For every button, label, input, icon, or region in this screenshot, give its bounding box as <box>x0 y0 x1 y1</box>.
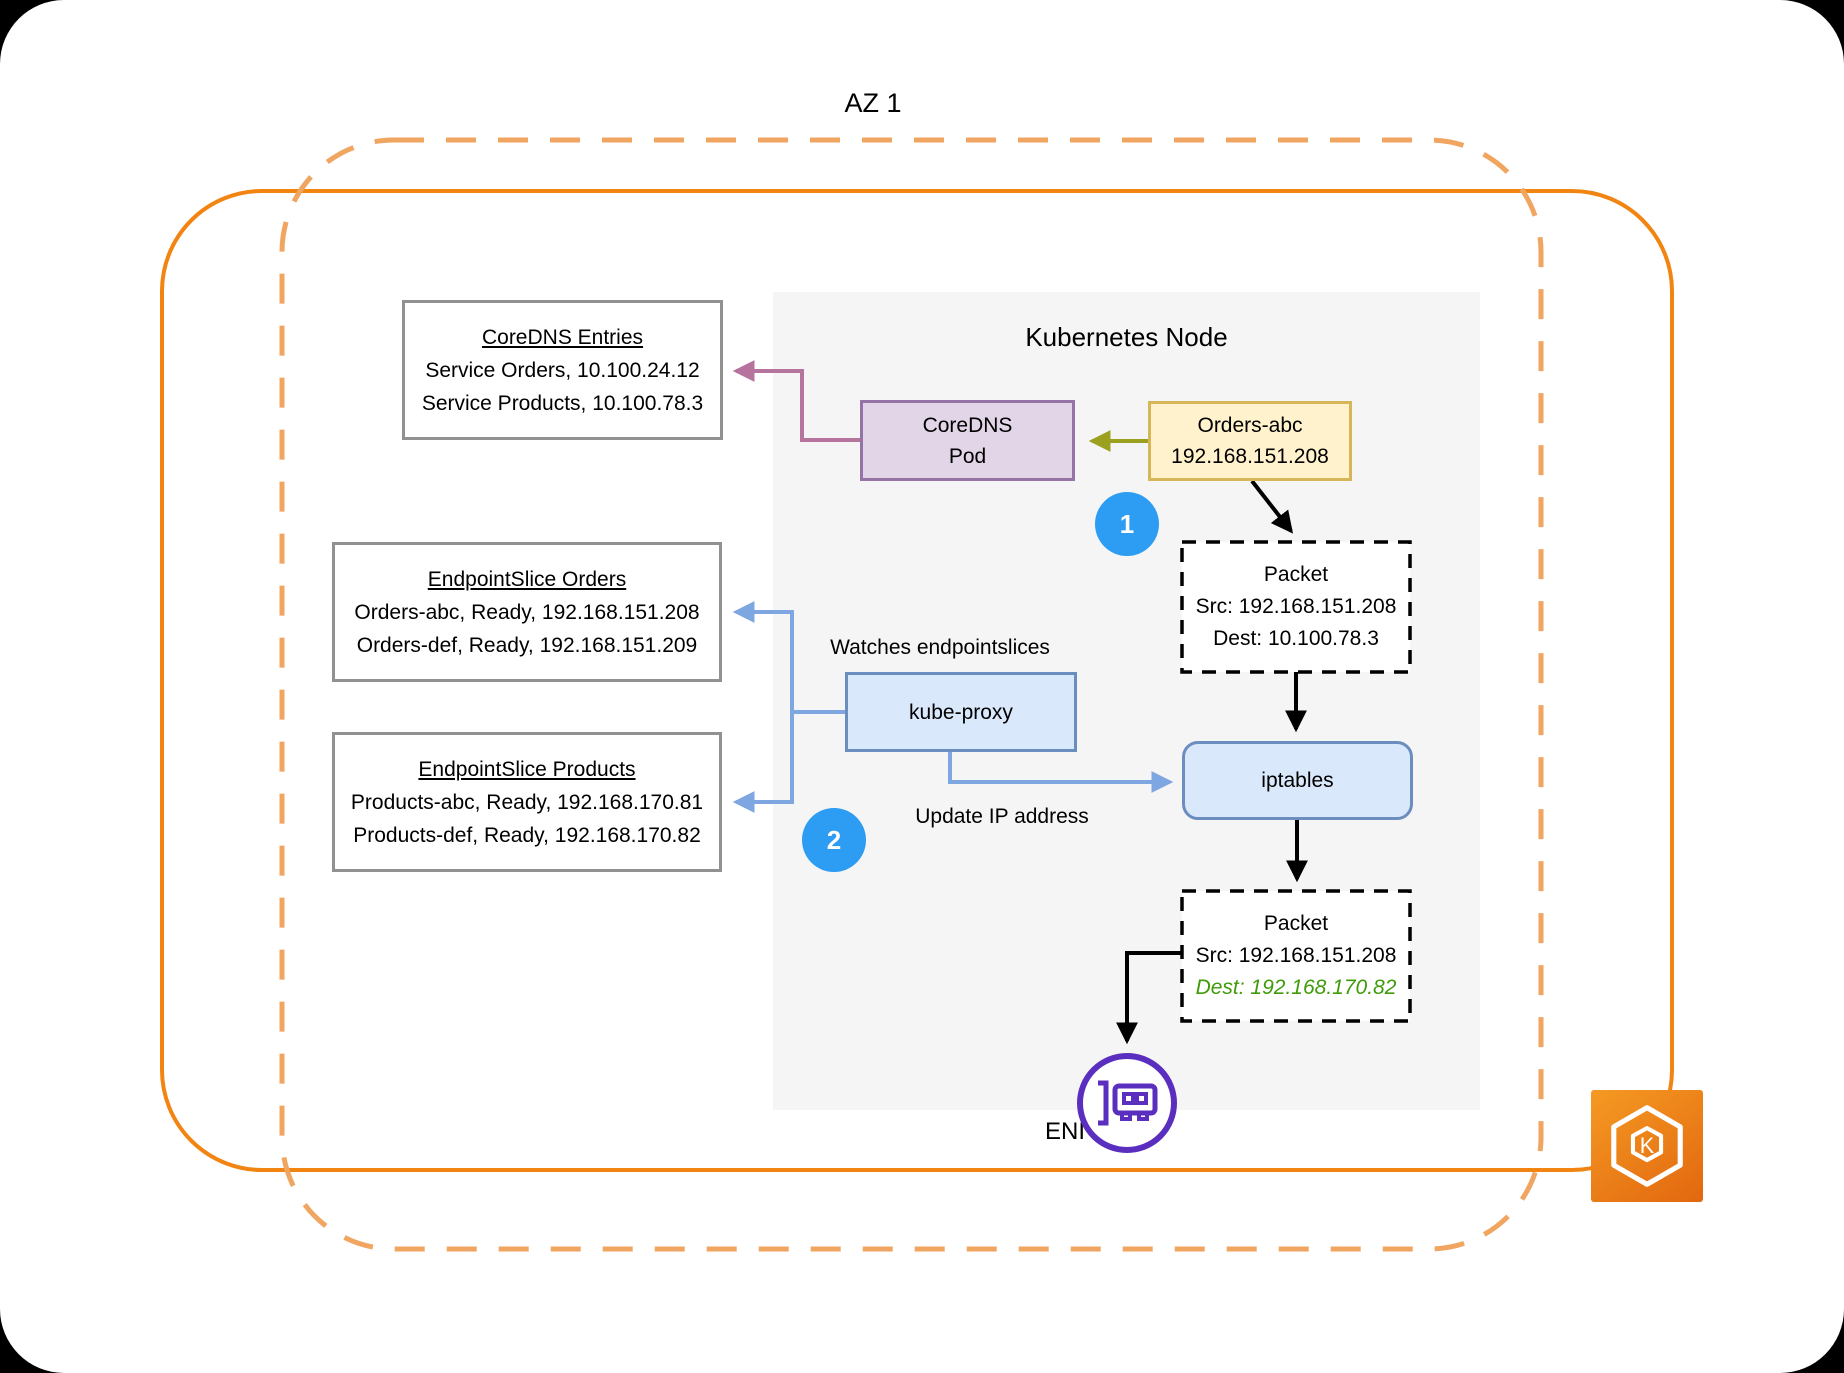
packet-pre-dest: Dest: 10.100.78.3 <box>1213 627 1379 650</box>
packet-post-src: Src: 192.168.151.208 <box>1195 944 1397 967</box>
network-card-glyph <box>1098 1080 1158 1126</box>
packet-post-nat-box <box>1180 889 1412 1023</box>
coredns-entry-products: Service Products, 10.100.78.3 <box>421 391 704 415</box>
packet-post-title: Packet <box>1263 912 1329 935</box>
arrow-kubeproxy-to-es-products <box>732 712 794 813</box>
eks-letter: K <box>1640 1133 1655 1158</box>
coredns-entry-orders: Service Orders, 10.100.24.12 <box>425 358 700 382</box>
iptables-box: iptables <box>1182 741 1413 820</box>
arrow-kubeproxy-to-es-orders <box>732 601 845 714</box>
kube-proxy-box: kube-proxy <box>845 672 1077 752</box>
update-ip-label: Update IP address <box>915 805 1089 828</box>
eni-icon <box>1077 1053 1177 1153</box>
endpointslice-orders-box: EndpointSlice Orders Orders-abc, Ready, … <box>332 542 722 682</box>
eni-label: ENI <box>1044 1118 1085 1145</box>
packet-pre-title: Packet <box>1263 563 1329 586</box>
packet-post-dest-translated: Dest: 192.168.170.82 <box>1195 976 1397 999</box>
az-label: AZ 1 <box>844 88 902 118</box>
orders-abc-ip: 192.168.151.208 <box>1171 445 1329 468</box>
packet-pre-src: Src: 192.168.151.208 <box>1195 595 1397 618</box>
az-boundary <box>279 137 1544 1252</box>
kube-proxy-label: kube-proxy <box>909 700 1013 724</box>
step-1-badge: 1 <box>1095 492 1159 556</box>
step-2-badge: 2 <box>802 808 866 872</box>
arrow-ordersabc-to-packet <box>1250 479 1294 534</box>
endpointslice-products-box: EndpointSlice Products Products-abc, Rea… <box>332 732 722 872</box>
endpointslice-products-title: EndpointSlice Products <box>418 757 636 781</box>
watches-endpointslices-label: Watches endpointslices <box>830 636 1050 659</box>
kubernetes-node-title: Kubernetes Node <box>1025 322 1228 352</box>
orders-abc-pod-box: Orders-abc 192.168.151.208 <box>1148 401 1352 481</box>
eks-cluster-boundary <box>160 189 1674 1172</box>
endpointslice-products-row-1: Products-abc, Ready, 192.168.170.81 <box>350 790 704 814</box>
endpointslice-orders-row-1: Orders-abc, Ready, 192.168.151.208 <box>354 600 700 624</box>
eks-hexagon-glyph: K <box>1611 1105 1683 1187</box>
packet-post-nat-text: Packet Src: 192.168.151.208 Dest: 192.16… <box>1182 891 1410 1021</box>
endpointslice-products-row-2: Products-def, Ready, 192.168.170.82 <box>353 823 701 847</box>
arrow-coredns-to-entries <box>732 360 860 442</box>
endpointslice-orders-title: EndpointSlice Orders <box>427 567 627 591</box>
orders-abc-name: Orders-abc <box>1197 414 1303 437</box>
coredns-entries-title: CoreDNS Entries <box>481 325 644 349</box>
coredns-pod-box: CoreDNS Pod <box>860 400 1075 481</box>
coredns-entries-box: CoreDNS Entries Service Orders, 10.100.2… <box>402 300 723 440</box>
arrow-kubeproxy-to-iptables <box>948 752 1174 793</box>
coredns-pod-line1: CoreDNS <box>922 413 1013 437</box>
packet-pre-nat-text: Packet Src: 192.168.151.208 Dest: 10.100… <box>1182 542 1410 672</box>
iptables-label: iptables <box>1261 769 1334 792</box>
eks-icon: K <box>1591 1090 1703 1202</box>
arrow-packet-to-eni <box>1116 951 1182 1045</box>
step-2-number: 2 <box>826 824 842 855</box>
coredns-pod-line2: Pod <box>948 444 987 468</box>
endpointslice-orders-row-2: Orders-def, Ready, 192.168.151.209 <box>356 633 698 657</box>
packet-pre-nat-box <box>1180 540 1412 674</box>
step-1-number: 1 <box>1119 508 1135 539</box>
